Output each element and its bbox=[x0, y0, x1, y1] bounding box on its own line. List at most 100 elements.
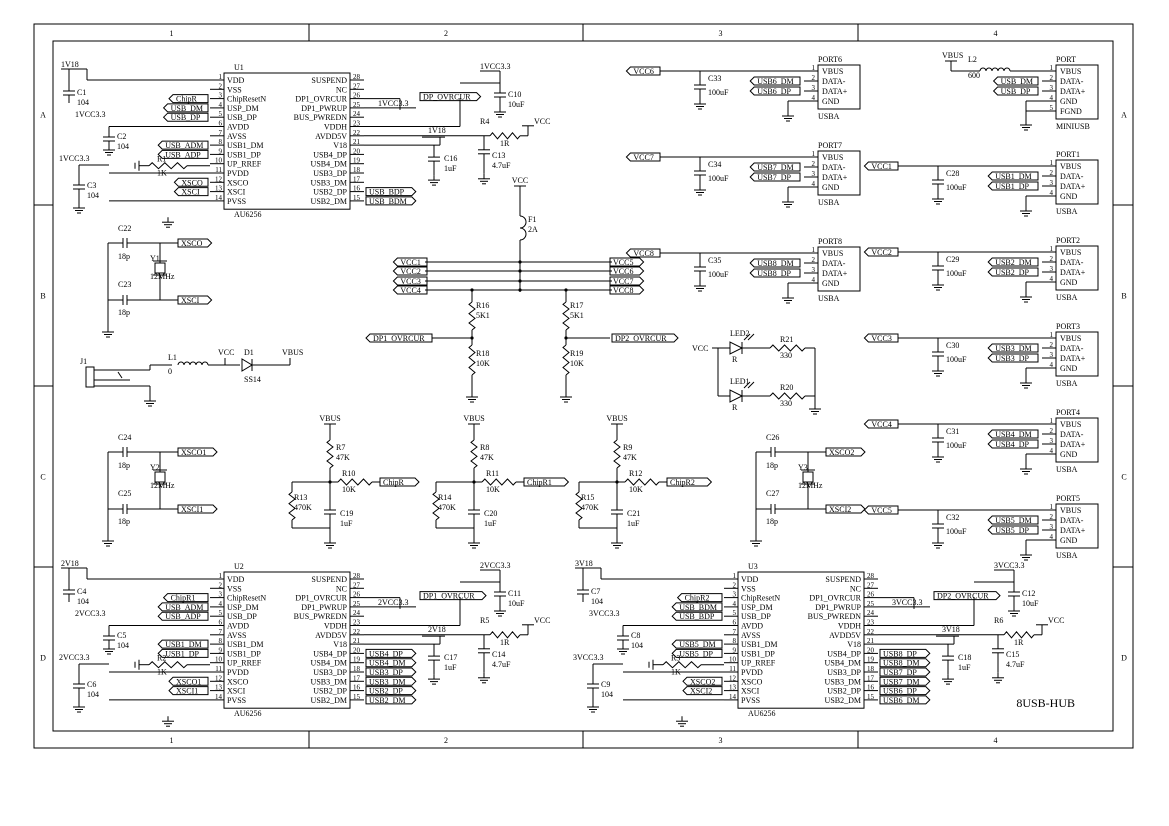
pin-name: USB1_DP bbox=[227, 150, 261, 159]
component-ref: C25 bbox=[118, 489, 131, 498]
port-pin-name: GND bbox=[1060, 364, 1078, 373]
port-type: USBA bbox=[818, 198, 840, 207]
pin-number: 1 bbox=[219, 73, 223, 81]
net-label: VCC8 bbox=[633, 249, 653, 258]
resistor bbox=[575, 491, 583, 521]
component-ref: L2 bbox=[968, 55, 977, 64]
net-label: DP2_OVRCUR bbox=[615, 334, 667, 343]
port-pin-name: GND bbox=[822, 183, 840, 192]
pin-number: 20 bbox=[353, 147, 361, 155]
pin-name: V18 bbox=[847, 640, 861, 649]
pin-name: VDDH bbox=[324, 123, 347, 132]
pin-net-flag bbox=[879, 648, 931, 658]
pin-name: USB3_DP bbox=[827, 668, 861, 677]
pin-name: USB2_DM bbox=[825, 696, 861, 705]
rail-label: 2VCC3.3 bbox=[480, 561, 510, 570]
pin-net-flag bbox=[157, 602, 209, 612]
net-label: VCC8 bbox=[613, 286, 633, 295]
power-label: VCC bbox=[534, 117, 550, 126]
component-ref: C1 bbox=[77, 88, 86, 97]
pin-name: SUSPEND bbox=[825, 575, 861, 584]
pin-number: 2 bbox=[812, 74, 816, 82]
port-dm-flag bbox=[987, 429, 1039, 439]
port-pin-name: DATA- bbox=[1060, 77, 1084, 86]
crystal-in-flag bbox=[825, 504, 866, 514]
component-ref: C34 bbox=[708, 160, 721, 169]
pin-number: 12 bbox=[215, 175, 223, 183]
component-value: 1R bbox=[1014, 638, 1024, 647]
column-label: 2 bbox=[444, 736, 448, 745]
pin-number: 4 bbox=[219, 600, 223, 608]
component-ref: C28 bbox=[946, 169, 959, 178]
pin-number: 4 bbox=[1050, 447, 1054, 455]
pin-number: 16 bbox=[353, 185, 361, 193]
net-label: USB_BDM bbox=[679, 603, 717, 612]
reset-net-flag bbox=[523, 477, 570, 487]
component-ref: C3 bbox=[87, 181, 96, 190]
component-ref: L1 bbox=[168, 353, 177, 362]
pin-name: USB4_DM bbox=[311, 160, 347, 169]
component-value: 4.7uF bbox=[1006, 660, 1025, 669]
pin-number: 19 bbox=[867, 656, 875, 664]
pin-name: PVDD bbox=[227, 169, 249, 178]
component-value: 1uF bbox=[340, 519, 353, 528]
rail-label: 3VCC3.3 bbox=[994, 561, 1024, 570]
pin-number: 27 bbox=[353, 82, 361, 90]
net-label: USB_ADM bbox=[165, 603, 203, 612]
resistor bbox=[489, 631, 521, 639]
pin-number: 3 bbox=[1050, 351, 1054, 359]
net-label: USB2_DP bbox=[369, 687, 403, 696]
pin-name: AVSS bbox=[227, 631, 246, 640]
net-label: VCC1 bbox=[400, 258, 420, 267]
pin-number: 2 bbox=[1050, 74, 1054, 82]
port-pin-name: DATA+ bbox=[822, 269, 848, 278]
component-ref: C27 bbox=[766, 489, 779, 498]
net-label: USB_DP bbox=[1001, 87, 1031, 96]
net-label: XSCO2 bbox=[690, 677, 715, 686]
pin-number: 28 bbox=[353, 73, 361, 81]
pin-net-flag bbox=[365, 676, 417, 686]
net-label: XSCI2 bbox=[690, 687, 712, 696]
port-pin-name: DATA+ bbox=[1060, 440, 1086, 449]
pin-net-flag bbox=[365, 648, 417, 658]
pin-number: 17 bbox=[353, 175, 361, 183]
pin-number: 8 bbox=[219, 138, 223, 146]
chip-body bbox=[223, 72, 351, 210]
row-label: A bbox=[1121, 111, 1127, 120]
pin-number: 8 bbox=[733, 637, 737, 645]
component-value: 330 bbox=[780, 351, 792, 360]
rail-flag-right bbox=[609, 266, 645, 276]
pin-number: 6 bbox=[219, 120, 223, 128]
net-label: XSCO1 bbox=[176, 677, 201, 686]
row-label: B bbox=[40, 292, 45, 301]
pin-number: 3 bbox=[1050, 437, 1054, 445]
component-ref: R21 bbox=[780, 335, 793, 344]
net-label: USB_BDP bbox=[369, 188, 405, 197]
pin-number: 15 bbox=[867, 693, 875, 701]
port-pin-name: DATA- bbox=[822, 77, 846, 86]
pin-number: 5 bbox=[219, 110, 223, 118]
resistor bbox=[470, 439, 478, 469]
pin-net-flag bbox=[365, 196, 417, 206]
rail-flag-right bbox=[609, 276, 645, 286]
pin-name: AVSS bbox=[741, 631, 760, 640]
component-value: 47K bbox=[480, 453, 494, 462]
port-dp-flag bbox=[987, 181, 1039, 191]
rail-label: 1VCC3.3 bbox=[75, 110, 105, 119]
component-value: 5K1 bbox=[570, 311, 584, 320]
component-value: 47K bbox=[623, 453, 637, 462]
pin-number: 25 bbox=[353, 101, 361, 109]
port-pin-name: GND bbox=[822, 97, 840, 106]
pin-number: 26 bbox=[867, 591, 875, 599]
pin-number: 15 bbox=[353, 194, 361, 202]
net-label: ChipR2 bbox=[670, 478, 695, 487]
port-pin-name: VBUS bbox=[1060, 334, 1081, 343]
port-pin-name: VBUS bbox=[1060, 162, 1081, 171]
resistor bbox=[624, 478, 660, 486]
component-value: 10uF bbox=[1022, 599, 1039, 608]
overcurrent-flag bbox=[419, 591, 487, 601]
net-label: USB6_DP bbox=[883, 687, 917, 696]
component-value: 18p bbox=[766, 461, 778, 470]
pin-name: AVDD bbox=[227, 123, 249, 132]
